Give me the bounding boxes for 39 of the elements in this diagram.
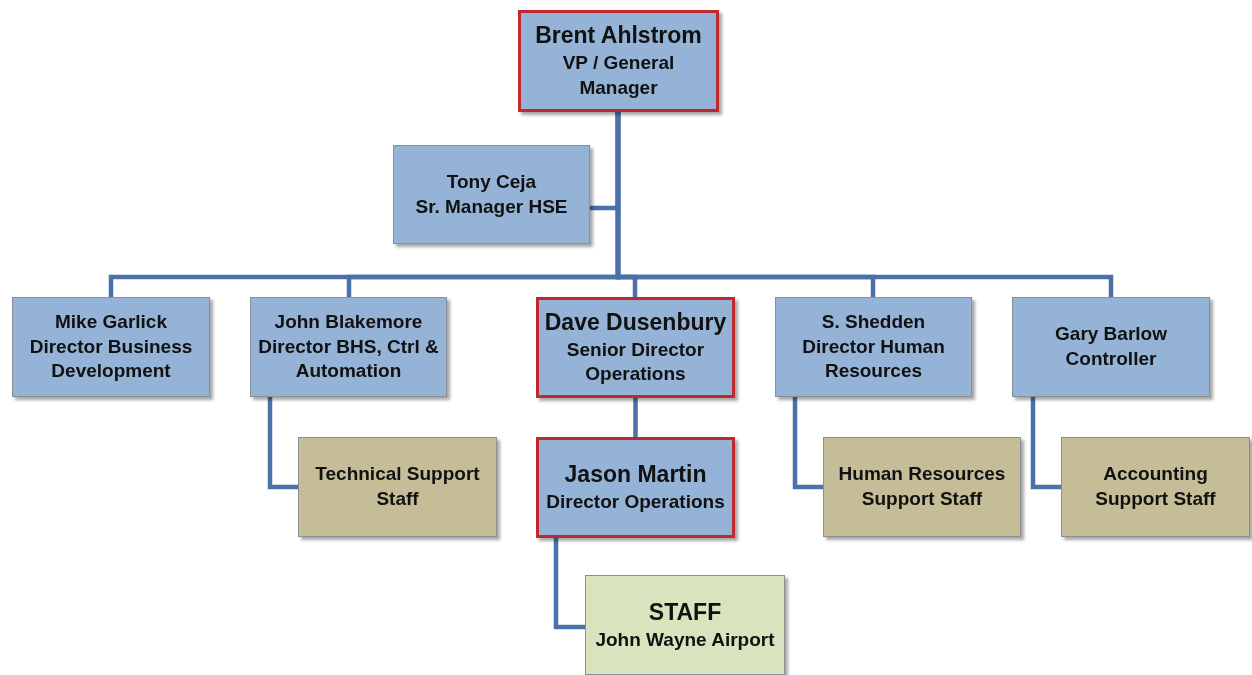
- org-chart-box: [536, 297, 735, 398]
- subtitle-text: Director Business Development: [28, 334, 194, 384]
- connector-line: [792, 397, 823, 490]
- heading-text: STAFF: [648, 597, 722, 627]
- subtitle-text: Senior Director Operations: [565, 337, 706, 387]
- heading-text: Tony Ceja: [446, 169, 537, 194]
- org-chart-box: [1061, 437, 1250, 537]
- heading-text: Gary Barlow: [1055, 322, 1167, 347]
- subtitle-text: Director Human Resources: [801, 334, 946, 384]
- subtitle-text: John Wayne Airport: [595, 627, 775, 652]
- label-text: Technical Support Staff: [314, 462, 481, 511]
- heading-text: John Blakemore: [274, 309, 423, 334]
- connector-line: [633, 398, 638, 437]
- heading-text: S. Shedden: [821, 309, 926, 334]
- org-chart-box: [536, 437, 735, 538]
- subtitle-text: Director Operations: [546, 490, 725, 515]
- org-chart-box: [1012, 297, 1210, 397]
- org-chart-box: [775, 297, 972, 397]
- org-chart-box: [393, 145, 590, 244]
- connector-line: [553, 538, 585, 630]
- subtitle-text: VP / General Manager: [561, 51, 676, 100]
- heading-text: Jason Martin: [564, 460, 707, 490]
- org-chart-box: [12, 297, 210, 397]
- org-chart-box: [823, 437, 1021, 537]
- org-chart-box: [518, 10, 719, 112]
- label-text: Human Resources Support Staff: [837, 462, 1007, 511]
- label-text: Accounting Support Staff: [1094, 462, 1217, 511]
- subtitle-text: Director BHS, Ctrl & Automation: [257, 334, 440, 384]
- org-chart-box: [250, 297, 447, 397]
- heading-text: Dave Dusenbury: [544, 307, 727, 337]
- org-chart-box: [298, 437, 497, 537]
- connector-line: [267, 397, 298, 490]
- heading-text: Brent Ahlstrom: [535, 21, 702, 51]
- org-chart-box: [585, 575, 785, 675]
- subtitle-text: Sr. Manager HSE: [415, 194, 568, 219]
- heading-text: Mike Garlick: [55, 309, 167, 334]
- subtitle-text: Controller: [1065, 347, 1157, 371]
- connector-line: [615, 112, 1114, 297]
- connector-line: [1030, 397, 1061, 490]
